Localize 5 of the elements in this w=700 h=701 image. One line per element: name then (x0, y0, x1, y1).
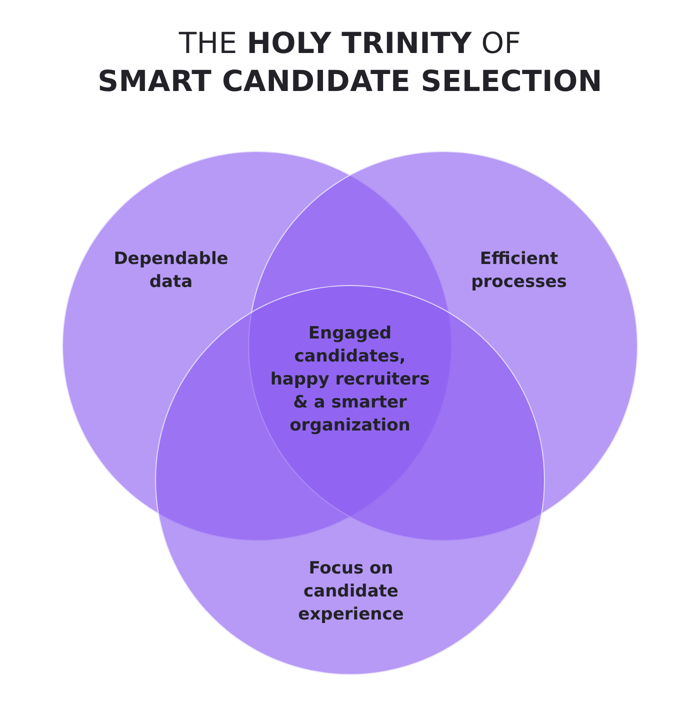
overlap-label: Engaged candidates, happy recruiters & a smarter organization (269, 322, 431, 438)
circle-label: Efficient processes (470, 248, 568, 294)
title: THE HOLY TRINITY OF SMART CANDIDATE SELECTION (96, 25, 604, 100)
circle-label: Focus on candidate experience (297, 558, 405, 626)
circle-label: Dependable data (112, 248, 230, 294)
